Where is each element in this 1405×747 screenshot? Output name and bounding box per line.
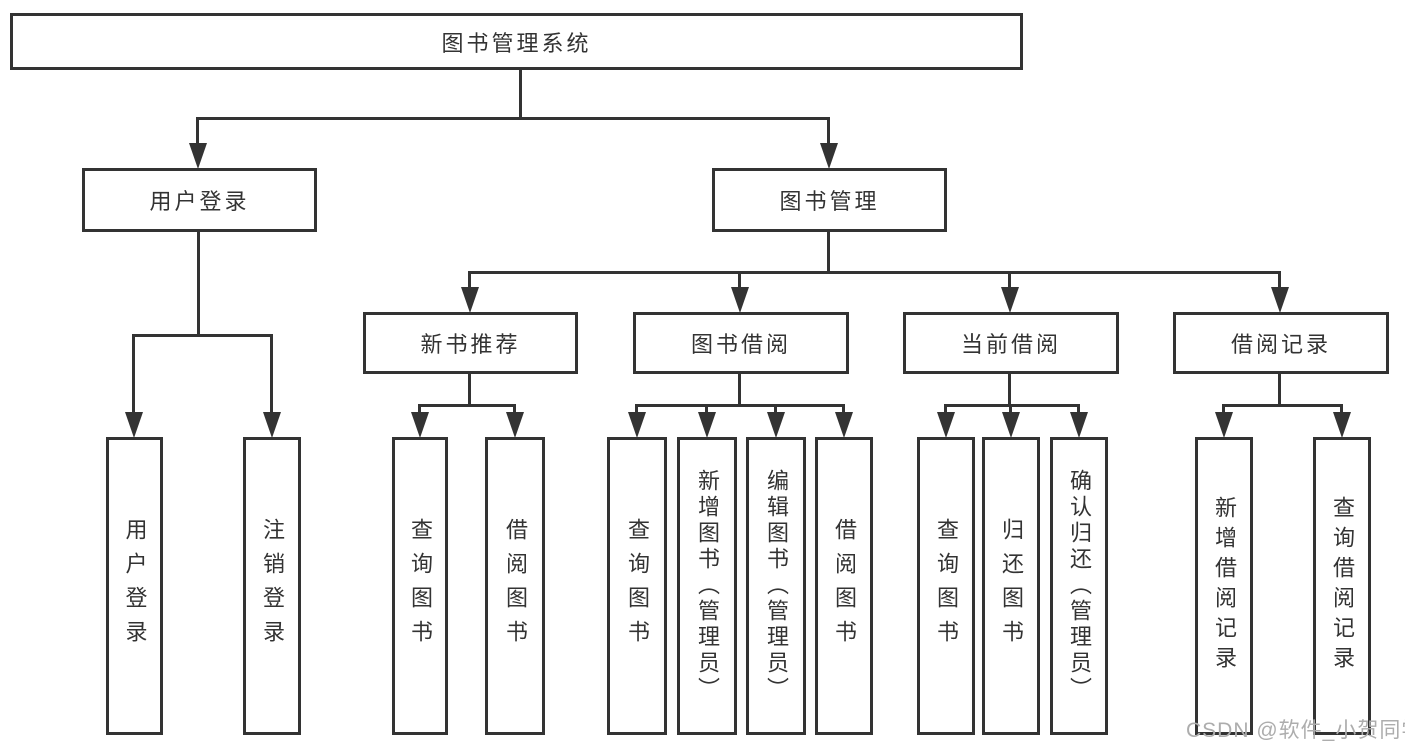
leaf-user-login-label: 用户登录: [122, 518, 148, 654]
arrow-down-icon: [842, 404, 845, 412]
arrow-down-icon: [196, 118, 199, 143]
leaf-query-books-borrowing-label: 查询图书: [625, 518, 650, 654]
leaf-query-books-borrowing: 查询图书: [607, 437, 667, 735]
connector-line: [468, 373, 471, 406]
connector-line: [132, 334, 273, 337]
leaf-edit-book-admin-label: 编辑图书（管理员）: [764, 469, 789, 703]
leaf-logout-label: 注销登录: [260, 518, 285, 654]
arrow-down-icon: [418, 404, 421, 412]
arrow-down-icon: [635, 404, 638, 412]
arrow-down-icon: [1008, 271, 1011, 287]
leaf-add-borrow-record-label: 新增借阅记录: [1212, 496, 1237, 676]
connector-line: [738, 373, 741, 406]
arrow-down-icon: [944, 404, 947, 412]
leaf-borrow-books-borrowing: 借阅图书: [815, 437, 873, 735]
leaf-add-borrow-record: 新增借阅记录: [1195, 437, 1253, 735]
leaf-borrow-books-borrowing-label: 借阅图书: [832, 518, 857, 654]
connector-line: [827, 232, 830, 273]
node-current-borrowing-label: 当前借阅: [960, 332, 1061, 357]
leaf-query-books-current: 查询图书: [917, 437, 975, 735]
leaf-add-book-admin: 新增图书（管理员）: [677, 437, 737, 735]
arrow-down-icon: [1077, 404, 1080, 412]
leaf-return-books: 归还图书: [982, 437, 1040, 735]
arrow-down-icon: [774, 404, 777, 412]
node-new-book-recommendation: 新书推荐: [363, 312, 578, 374]
node-current-borrowing: 当前借阅: [903, 312, 1119, 374]
connector-line: [1278, 373, 1281, 406]
leaf-query-borrow-record: 查询借阅记录: [1313, 437, 1371, 735]
arrow-down-icon: [1009, 404, 1012, 412]
node-borrowing-records: 借阅记录: [1173, 312, 1389, 374]
connector-line: [1222, 404, 1343, 407]
arrow-down-icon: [1222, 404, 1225, 412]
arrow-down-icon: [705, 404, 708, 412]
node-root: 图书管理系统: [10, 13, 1023, 70]
leaf-borrow-books-recommend: 借阅图书: [485, 437, 545, 735]
leaf-query-books-current-label: 查询图书: [934, 518, 959, 654]
arrow-down-icon: [468, 271, 471, 287]
leaf-borrow-books-recommend-label: 借阅图书: [503, 518, 528, 654]
connector-line: [418, 404, 516, 407]
node-user-login-label: 用户登录: [149, 189, 250, 214]
connector-line: [1008, 373, 1011, 406]
node-borrowing-records-label: 借阅记录: [1230, 332, 1331, 357]
node-root-label: 图书管理系统: [441, 30, 592, 56]
node-book-borrowing: 图书借阅: [633, 312, 849, 374]
arrow-down-icon: [270, 334, 273, 412]
arrow-down-icon: [513, 404, 516, 412]
connector-line: [944, 404, 1080, 407]
connector-line: [519, 68, 522, 120]
node-new-book-recommendation-label: 新书推荐: [420, 332, 521, 357]
connector-line: [468, 271, 1281, 274]
leaf-add-book-admin-label: 新增图书（管理员）: [695, 469, 720, 703]
node-book-management: 图书管理: [712, 168, 947, 232]
connector-line: [197, 232, 200, 336]
node-book-borrowing-label: 图书借阅: [690, 332, 791, 357]
leaf-return-books-label: 归还图书: [999, 518, 1024, 654]
watermark: CSDN @软件_小贺同学: [1186, 719, 1405, 742]
node-book-management-label: 图书管理: [779, 189, 880, 214]
leaf-confirm-return-admin: 确认归还（管理员）: [1050, 437, 1108, 735]
leaf-query-books-recommend-label: 查询图书: [408, 518, 433, 654]
leaf-query-borrow-record-label: 查询借阅记录: [1330, 496, 1355, 676]
node-user-login: 用户登录: [82, 168, 317, 232]
arrow-down-icon: [738, 271, 741, 287]
arrow-down-icon: [1278, 271, 1281, 287]
leaf-logout: 注销登录: [243, 437, 301, 735]
connector-line: [196, 117, 830, 120]
leaf-user-login: 用户登录: [106, 437, 163, 735]
leaf-query-books-recommend: 查询图书: [392, 437, 448, 735]
arrow-down-icon: [1340, 404, 1343, 412]
arrow-down-icon: [132, 334, 135, 412]
arrow-down-icon: [827, 118, 830, 143]
leaf-confirm-return-admin-label: 确认归还（管理员）: [1067, 469, 1092, 703]
leaf-edit-book-admin: 编辑图书（管理员）: [746, 437, 806, 735]
connector-line: [635, 404, 845, 407]
